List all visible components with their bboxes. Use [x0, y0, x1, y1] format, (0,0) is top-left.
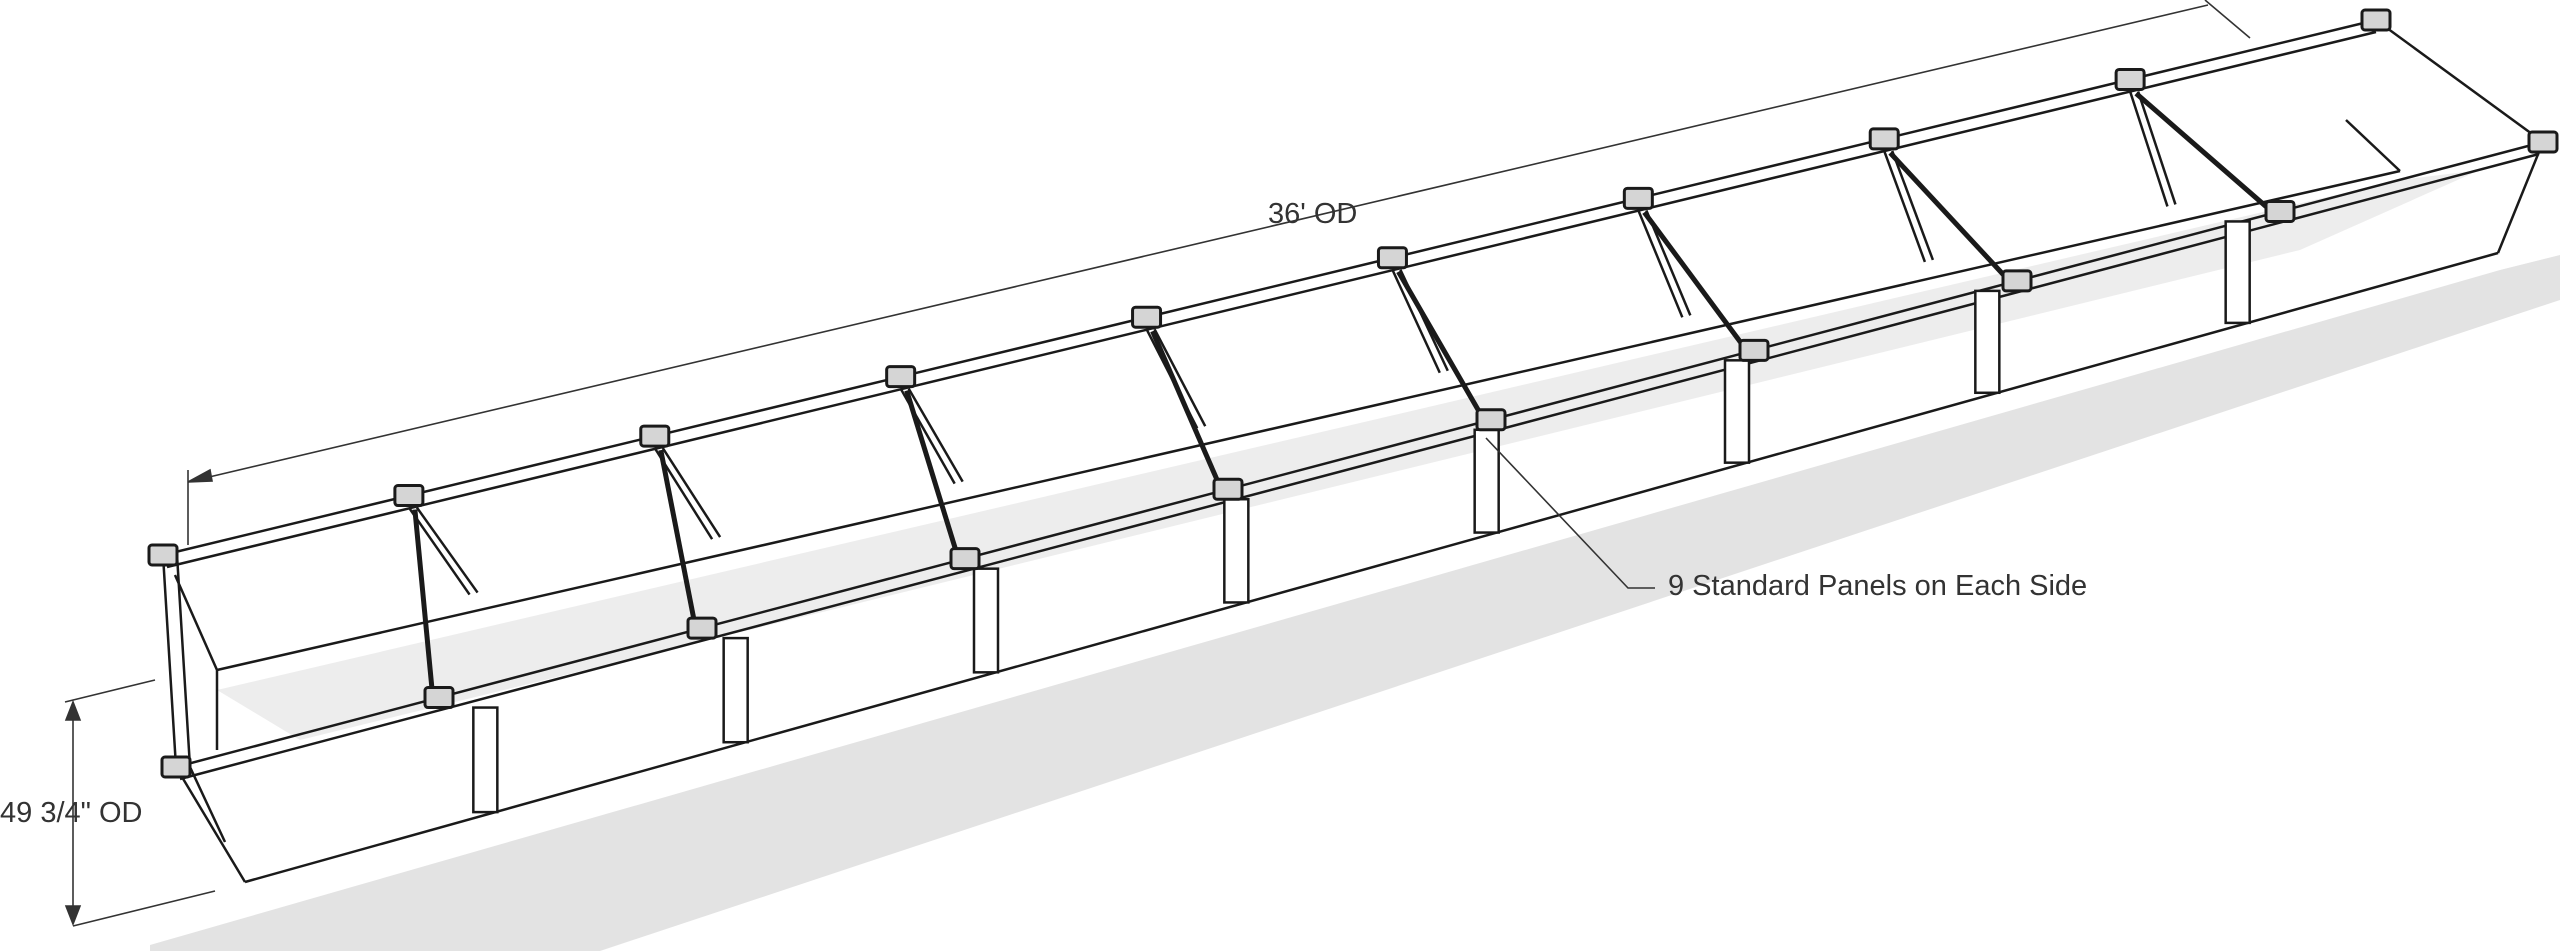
length-dimension-label: 36' OD: [1268, 198, 1358, 230]
ground-shadow: [150, 170, 2560, 951]
front-connector: [2527, 130, 2559, 154]
front-connector: [160, 755, 192, 779]
back-connector: [1868, 127, 1900, 151]
back-post: [1883, 150, 1927, 263]
cross-brace: [1150, 330, 1225, 493]
width-ext-bottom: [72, 890, 216, 927]
front-connector: [2001, 269, 2033, 293]
shadow-front: [150, 255, 2560, 951]
front-bottom-edge: [244, 251, 2499, 884]
width-ext-top: [64, 679, 156, 703]
front-connector: [2264, 199, 2296, 223]
back-connector: [147, 543, 179, 567]
front-connector: [423, 686, 455, 710]
back-post: [1637, 209, 1684, 318]
length-ext-right: [2204, 0, 2251, 39]
front-top-rail-edge: [179, 152, 2540, 781]
cross-brace: [2134, 91, 2276, 216]
cross-brace: [1888, 151, 2013, 285]
front-connector: [949, 547, 981, 571]
back-connector: [2114, 67, 2146, 91]
back-post-edge: [661, 447, 722, 538]
cross-brace: [1396, 270, 1488, 424]
back-post: [407, 506, 471, 596]
left-end-post: [161, 554, 247, 883]
arrow-up: [64, 699, 82, 721]
back-post-edge: [1891, 150, 1935, 261]
cross-brace: [412, 509, 436, 700]
cross-brace: [658, 449, 699, 631]
back-connector: [393, 484, 425, 508]
width-dimension-label: 49 3/4" OD: [0, 797, 143, 829]
back-top-rail-edge: [166, 30, 2377, 569]
panels-callout-leader: [1485, 437, 1655, 589]
front-connector: [1475, 408, 1507, 432]
right-end: [2375, 18, 2545, 254]
back-post-edge: [415, 506, 479, 594]
front-top-rail: [175, 140, 2544, 769]
dimension-lines: [64, 0, 2251, 927]
front-connector: [1738, 338, 1770, 362]
back-post: [1391, 269, 1441, 374]
left-end-panel: [173, 574, 219, 750]
back-bottom-edge: [216, 169, 2401, 672]
cross-brace: [1642, 210, 1751, 354]
front-connector: [686, 616, 718, 640]
arrow-down: [64, 905, 82, 927]
panels-callout-label: 9 Standard Panels on Each Side: [1668, 570, 2088, 602]
right-end-inner: [2345, 119, 2401, 172]
back-top-rail: [162, 18, 2377, 557]
cross-brace: [904, 389, 962, 562]
back-post-edge: [2136, 91, 2177, 205]
front-post: [972, 567, 1000, 674]
front-post: [1223, 497, 1250, 604]
front-post: [1723, 359, 1751, 464]
back-connector: [2360, 8, 2392, 32]
back-connector: [1131, 305, 1163, 329]
arrow-left: [187, 468, 213, 483]
back-connector: [1622, 186, 1654, 210]
shadow-inner: [217, 170, 2480, 740]
front-post: [722, 636, 749, 744]
back-post: [2128, 91, 2169, 207]
back-connector: [1376, 246, 1408, 270]
front-post: [1473, 428, 1500, 534]
back-post-edge: [907, 388, 964, 483]
front-post: [472, 706, 499, 814]
front-connector: [1212, 477, 1244, 501]
front-post: [1974, 289, 2001, 395]
length-dim-line: [187, 4, 2209, 483]
back-connector: [639, 424, 671, 448]
front-post: [2224, 220, 2251, 325]
back-post-edge: [1153, 328, 1207, 427]
back-connector: [885, 365, 917, 389]
